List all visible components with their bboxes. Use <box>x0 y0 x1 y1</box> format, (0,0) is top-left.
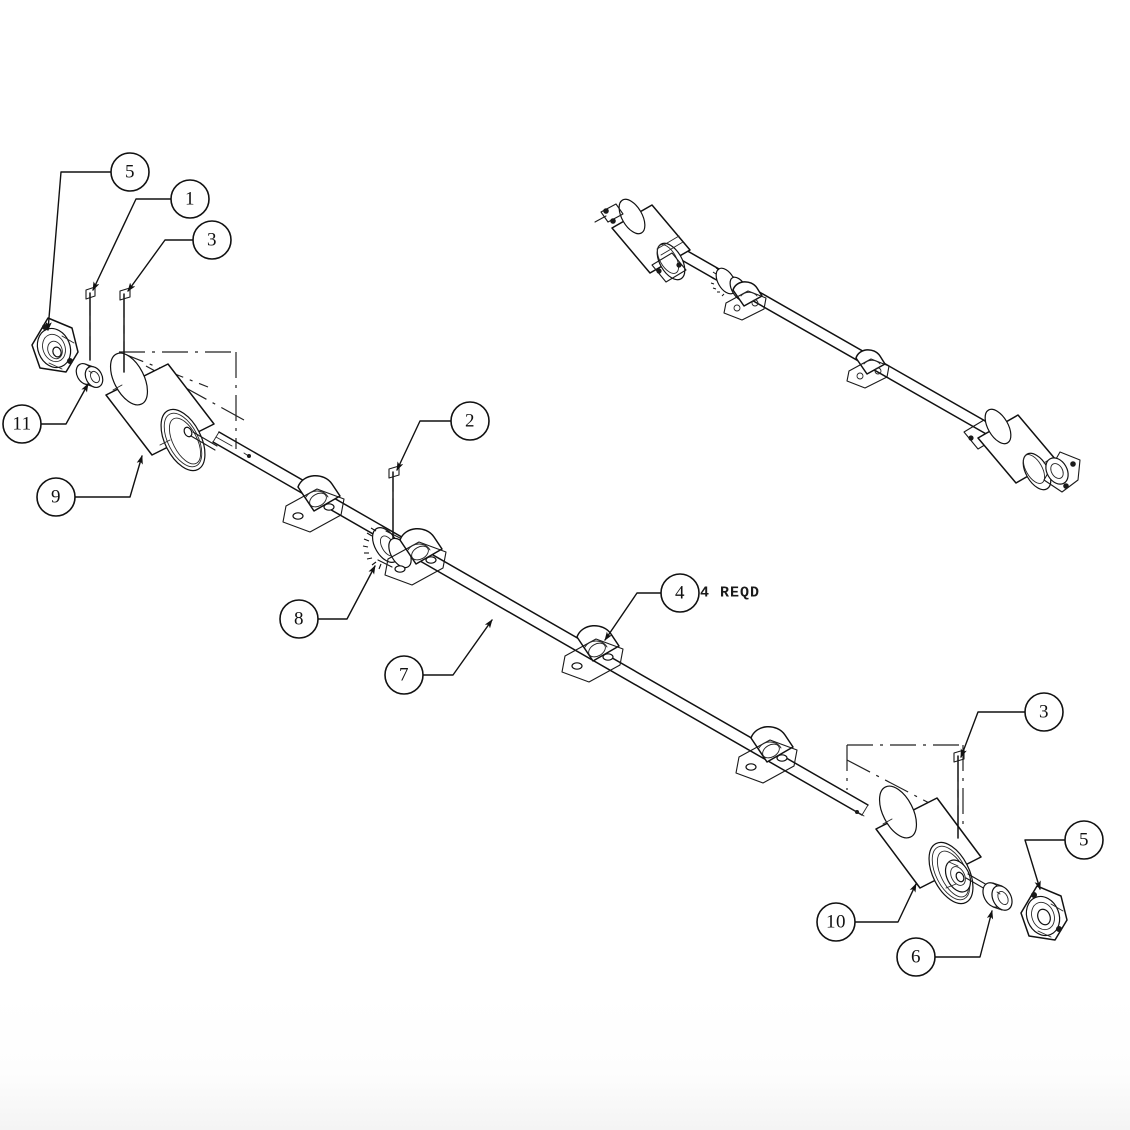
shaft-coupling-upper <box>75 362 104 389</box>
fastener-item-1 <box>85 286 96 361</box>
leader-4 <box>604 592 662 641</box>
leader-lines <box>40 171 1066 958</box>
leader-9 <box>74 455 143 498</box>
balloon-6[interactable]: 6 <box>896 937 936 977</box>
assembled-motor-upper <box>594 198 691 281</box>
fastener-item-2 <box>388 465 400 539</box>
leader-5-bot <box>1024 839 1066 890</box>
balloon-2[interactable]: 2 <box>450 401 490 441</box>
leader-6 <box>934 910 994 958</box>
leader-3-bot <box>960 711 1026 758</box>
balloon-8[interactable]: 8 <box>279 599 319 639</box>
leader-5-top <box>45 171 112 331</box>
balloon-label: 1 <box>185 189 195 210</box>
leader-7 <box>422 619 493 676</box>
gear-motor-lower <box>875 785 995 905</box>
fastener-item-3-upper <box>119 287 131 373</box>
balloon-5-bot[interactable]: 5 <box>1064 820 1104 860</box>
assembled-pillow-block-1 <box>723 281 767 321</box>
sprocket-teeth <box>362 527 382 570</box>
leader-8 <box>317 565 376 620</box>
assembled-mount-upper <box>651 252 687 283</box>
balloon-label: 8 <box>294 609 304 630</box>
balloon-label: 4 <box>675 583 685 604</box>
balloon-label: 9 <box>51 487 61 508</box>
gear-motor-upper <box>105 352 218 472</box>
balloon-label: 3 <box>1039 702 1049 723</box>
balloon-10[interactable]: 10 <box>816 902 856 942</box>
balloon-label: 11 <box>12 414 31 435</box>
pillow-block-bearing-2 <box>384 528 447 586</box>
assembled-reference-view <box>594 198 1081 493</box>
pillow-block-bearing-1 <box>282 475 345 533</box>
leader-3-top <box>127 239 194 292</box>
balloon-callouts: 5 1 3 11 9 2 8 <box>2 152 1104 977</box>
assembled-motor-lower <box>977 408 1081 493</box>
balloon-label: 5 <box>1079 830 1089 851</box>
balloon-label: 7 <box>399 665 409 686</box>
leader-11 <box>40 383 89 425</box>
pillow-block-bearing-4 <box>735 726 798 784</box>
leader-2 <box>396 420 452 471</box>
assembled-pillow-block-2 <box>846 349 890 389</box>
balloon-3-bot[interactable]: 3 <box>1024 692 1064 732</box>
shaft-coupling-lower <box>982 882 1013 911</box>
balloon-7[interactable]: 7 <box>384 655 424 695</box>
balloon-5-top[interactable]: 5 <box>110 152 150 192</box>
balloon-label: 6 <box>911 947 921 968</box>
quantity-note-4-reqd: 4 REQD <box>700 585 760 602</box>
flange-bearing-lower <box>1020 885 1068 941</box>
balloon-label: 5 <box>125 162 135 183</box>
balloon-1[interactable]: 1 <box>170 179 210 219</box>
balloon-9[interactable]: 9 <box>36 477 76 517</box>
balloon-3-top[interactable]: 3 <box>192 220 232 260</box>
balloon-label: 10 <box>826 912 846 933</box>
balloon-4[interactable]: 4 <box>660 573 700 613</box>
flange-bearing-upper <box>31 317 79 373</box>
leader-1 <box>92 198 172 291</box>
leader-10 <box>854 883 917 923</box>
balloon-label: 3 <box>207 230 217 251</box>
balloon-11[interactable]: 11 <box>2 404 42 444</box>
balloon-label: 2 <box>465 411 475 432</box>
